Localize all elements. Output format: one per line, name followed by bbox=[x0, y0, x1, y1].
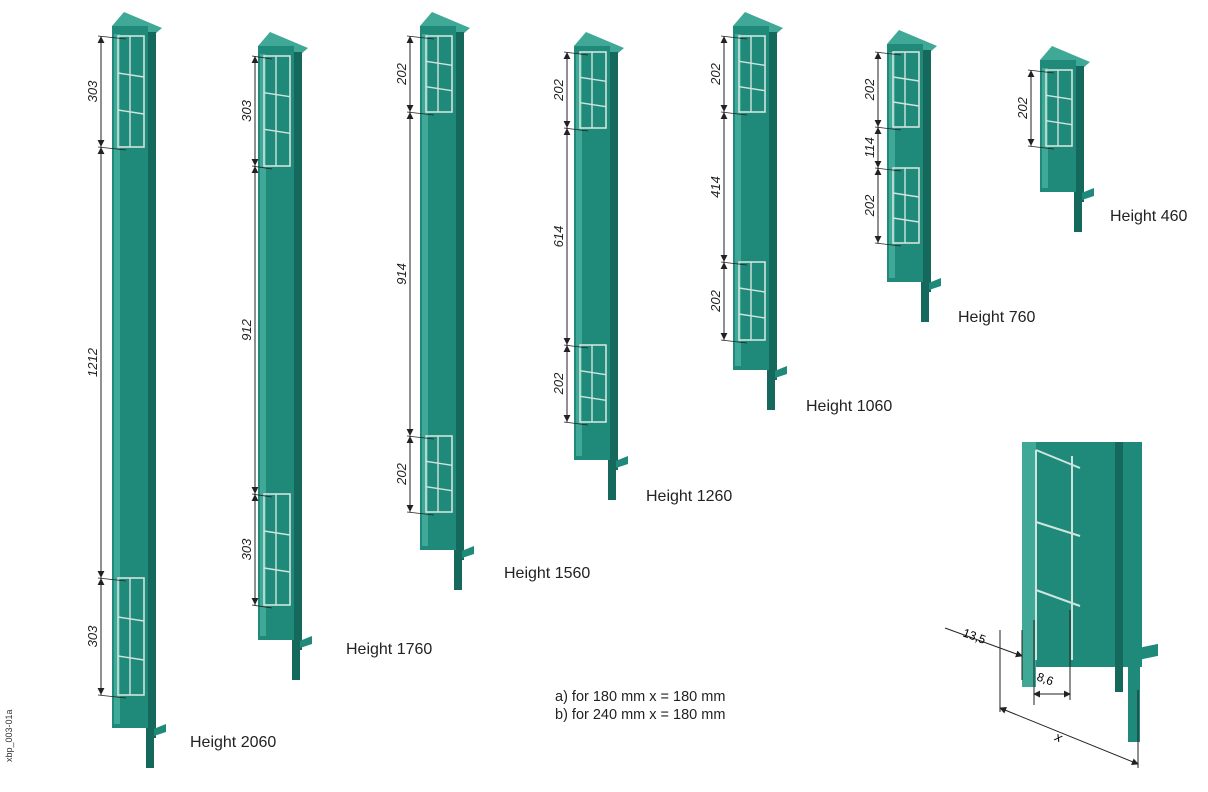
rail-flange bbox=[294, 52, 302, 650]
dimension-label: 202 bbox=[394, 462, 409, 485]
detail-view: 13,5 8,6 x bbox=[944, 442, 1158, 768]
dimension-tick bbox=[563, 421, 589, 426]
dimension-label: 303 bbox=[239, 538, 254, 560]
rail-edge bbox=[1042, 68, 1048, 188]
rail-flange bbox=[456, 32, 464, 560]
dimension-label: 202 bbox=[551, 372, 566, 395]
dimension-label: 614 bbox=[551, 226, 566, 248]
rail-leg bbox=[608, 460, 616, 500]
height-label-2060: Height 2060 bbox=[190, 734, 277, 751]
rail-edge bbox=[889, 52, 895, 278]
rail-edge bbox=[576, 54, 582, 456]
rail-frame bbox=[263, 55, 291, 167]
rail-height-1760: 303 912 303 bbox=[239, 32, 312, 680]
dimension-label: 202 bbox=[708, 62, 723, 85]
rail-frame bbox=[425, 435, 453, 513]
rail-height-1560: 202 914 202 bbox=[394, 12, 474, 590]
dimension-tick bbox=[1027, 145, 1055, 150]
rail-frame bbox=[1045, 69, 1073, 147]
note-a: a) for 180 mm x = 180 mm bbox=[555, 689, 726, 705]
dimension-tick bbox=[874, 242, 902, 247]
rail-frame bbox=[117, 35, 145, 148]
dimension-tick bbox=[406, 511, 435, 516]
rail-leg bbox=[454, 550, 462, 590]
rail-frame bbox=[263, 493, 291, 606]
rail-frame bbox=[892, 51, 920, 128]
rail-height-1060: 202 414 202 bbox=[708, 12, 787, 410]
dimension-label: 1212 bbox=[85, 347, 100, 377]
dimension-label: 303 bbox=[239, 99, 254, 121]
rail-leg bbox=[921, 282, 929, 322]
rail-frame bbox=[425, 35, 453, 113]
dimension-label: 414 bbox=[708, 176, 723, 198]
rail-leg bbox=[146, 728, 154, 768]
dimension-tick bbox=[97, 694, 127, 699]
height-label-1560: Height 1560 bbox=[504, 565, 591, 582]
dimension-label: 303 bbox=[85, 80, 100, 102]
rail-height-2060: 303 1212 303 bbox=[85, 12, 166, 768]
rail-flange bbox=[923, 50, 931, 292]
rail-height-460: 202 bbox=[1015, 46, 1094, 232]
detail-dim-x: x bbox=[1052, 728, 1065, 745]
rail-flange bbox=[148, 32, 156, 738]
dimension-tick bbox=[251, 604, 273, 609]
rail-flange bbox=[769, 32, 777, 380]
rail-edge bbox=[735, 34, 741, 366]
rail-height-760: 202 114 202 bbox=[862, 30, 941, 322]
rail-edge bbox=[260, 54, 266, 636]
rail-frame bbox=[738, 35, 766, 113]
dimension-tick bbox=[720, 339, 748, 344]
rail-frame bbox=[738, 261, 766, 341]
height-label-460: Height 460 bbox=[1110, 208, 1188, 225]
rail-flange bbox=[610, 52, 618, 470]
height-label-760: Height 760 bbox=[958, 309, 1036, 326]
rail-leg bbox=[1074, 192, 1082, 232]
note-b: b) for 240 mm x = 180 mm bbox=[555, 707, 726, 723]
rail-frame bbox=[579, 51, 607, 129]
dimension-label: 202 bbox=[551, 78, 566, 101]
dimension-label: 914 bbox=[394, 263, 409, 285]
detail-dim-8-6: 8,6 bbox=[1035, 670, 1056, 689]
detail-dim-13-5: 13,5 bbox=[961, 626, 988, 647]
dimension-label: 202 bbox=[1015, 96, 1030, 119]
rail-leg bbox=[767, 370, 775, 410]
rail-edge bbox=[114, 34, 120, 724]
drawing-code: xbp_003-01a bbox=[4, 709, 14, 762]
dimension-label: 202 bbox=[862, 78, 877, 101]
dimension-label: 114 bbox=[862, 137, 877, 158]
rail-leg bbox=[292, 640, 300, 680]
rail-frame bbox=[892, 167, 920, 244]
rail-frame bbox=[579, 344, 607, 423]
dimension-label: 202 bbox=[708, 289, 723, 312]
dimension-label: 202 bbox=[394, 62, 409, 85]
height-label-1760: Height 1760 bbox=[346, 641, 433, 658]
rail-frame bbox=[117, 577, 145, 696]
rail-height-1260: 202 614 202 bbox=[551, 32, 628, 500]
height-label-1060: Height 1060 bbox=[806, 398, 893, 415]
dimension-label: 303 bbox=[85, 625, 100, 647]
height-label-1260: Height 1260 bbox=[646, 488, 733, 505]
rail-flange bbox=[1076, 66, 1084, 202]
dimension-label: 202 bbox=[862, 194, 877, 217]
rail-edge bbox=[422, 34, 428, 546]
dimension-label: 912 bbox=[239, 318, 254, 340]
